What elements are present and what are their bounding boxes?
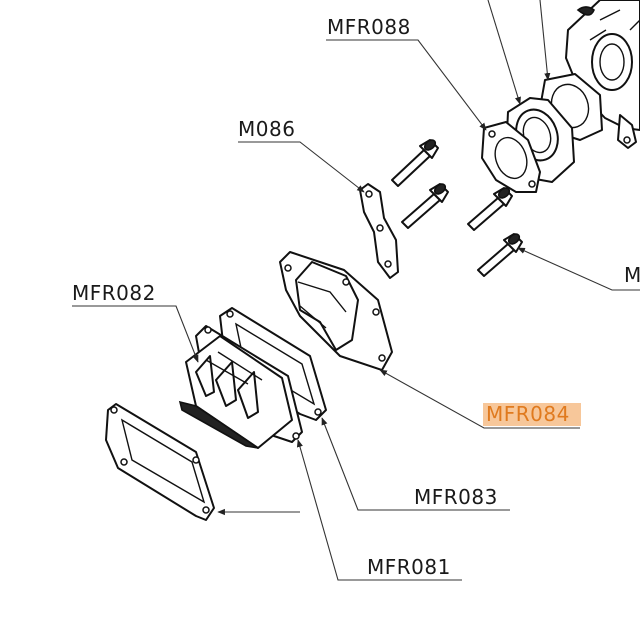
mfr084-manifold bbox=[279, 251, 393, 371]
label-mfr084[interactable]: MFR084 bbox=[486, 402, 570, 426]
bolt-1 bbox=[391, 139, 439, 187]
label-m-partial[interactable]: M bbox=[624, 263, 640, 287]
label-mfr084-highlight bbox=[483, 403, 581, 426]
mfr088-gasket bbox=[481, 121, 541, 193]
mfr082-reed-block bbox=[178, 325, 303, 449]
mfr081-gasket bbox=[105, 403, 215, 521]
m086-bracket bbox=[359, 183, 399, 279]
carburetor-body bbox=[565, 0, 640, 149]
label-mfr088[interactable]: MFR088 bbox=[327, 15, 411, 39]
label-mfr081[interactable]: MFR081 bbox=[367, 555, 451, 579]
leader-lines bbox=[72, 0, 640, 581]
bolt-3 bbox=[467, 187, 513, 231]
label-m086[interactable]: M086 bbox=[238, 117, 295, 141]
label-mfr082[interactable]: MFR082 bbox=[72, 281, 156, 305]
bolt-2 bbox=[401, 183, 449, 229]
bolt-4 bbox=[477, 233, 523, 277]
label-mfr083[interactable]: MFR083 bbox=[414, 485, 498, 509]
